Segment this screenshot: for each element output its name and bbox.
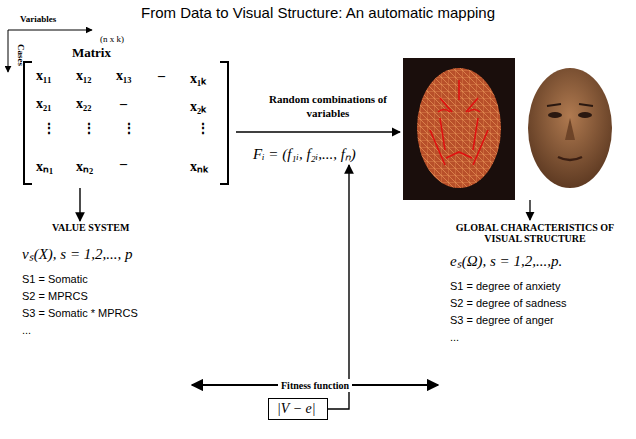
matrix-dots: ⋮ [196, 120, 210, 137]
axis-label: Cases [16, 44, 26, 66]
variables-arrow [8, 30, 92, 31]
heading: VALUE SYSTEM [22, 222, 140, 233]
item: S2 = MPRCS [22, 288, 140, 305]
matrix-bracket [220, 62, 228, 184]
heading: GLOBAL CHARACTERISTICS OF VISUAL STRUCTU… [440, 222, 630, 244]
formula: Fᵢ = (f₁ᵢ, f₂ᵢ,..., fₙ) [250, 142, 361, 164]
matrix-cell: – [120, 96, 127, 112]
axis-label: Variables [20, 14, 56, 24]
matrix-dots: ⋮ [122, 120, 136, 137]
matrix-cell: x₁ₖ [190, 68, 206, 87]
formula: eₛ(Ω), s = 1,2,...,p. [440, 250, 630, 270]
matrix-cell: – [120, 156, 127, 172]
text-group: Fᵢ = (f₁ᵢ, f₂ᵢ,..., fₙ) [250, 142, 361, 164]
matrix-cell: xₙₖ [190, 156, 208, 175]
matrix-cell: xₙ₁ [36, 156, 53, 175]
matrix-dots: ⋮ [42, 120, 56, 137]
wireframe-mesh [417, 68, 501, 188]
matrix-cell: – [158, 68, 165, 84]
connector [79, 188, 80, 221]
item: ... [22, 322, 140, 339]
matrix-dots: ⋮ [82, 120, 96, 137]
matrix-cell: x₂ₖ [190, 96, 206, 115]
item: S1 = Somatic [22, 271, 140, 288]
matrix-cell: x₁₁ [36, 68, 51, 84]
matrix-cell: x₁₃ [116, 68, 131, 84]
size-note: (n x k) [20, 34, 234, 45]
shaded-face [528, 68, 612, 188]
fitness-formula: |V − e| [269, 399, 327, 419]
formula: vₛ(X), s = 1,2,..., p [22, 243, 140, 263]
face-features [547, 104, 593, 160]
text-group: GLOBAL CHARACTERISTICS OF VISUAL STRUCTU… [440, 222, 630, 422]
matrix-heading: Matrix [20, 45, 234, 60]
matrix-bracket [24, 62, 32, 184]
wireframe-face [417, 68, 501, 188]
arrow-label: Random combinations of variables [258, 92, 398, 120]
item: S2 = degree of sadness [440, 295, 630, 312]
mapping-arrow [236, 131, 400, 132]
muscle-lines [430, 80, 488, 165]
cases-arrow [8, 30, 9, 72]
edge-label: Fitness function [278, 379, 352, 392]
wireframe-face-bg [403, 58, 515, 200]
matrix-cell: x₂₁ [36, 96, 51, 112]
matrix-cell: x₁₂ [76, 68, 91, 84]
item: S3 = Somatic * MPRCS [22, 305, 140, 322]
text-group: VALUE SYSTEM vₛ(X), s = 1,2,..., p S1 = So… [22, 222, 140, 422]
item: S1 = degree of anxiety [440, 278, 630, 295]
matrix-cell: x₂₂ [76, 96, 91, 112]
diagram-title: From Data to Visual Structure: An automa… [0, 4, 636, 21]
formula-box: |V − e| [268, 398, 328, 420]
down-arrow [529, 200, 530, 220]
item: ... [440, 329, 630, 346]
item: S3 = degree of anger [440, 312, 630, 329]
matrix-cell: xₙ₂ [76, 156, 93, 175]
connector [328, 165, 349, 409]
